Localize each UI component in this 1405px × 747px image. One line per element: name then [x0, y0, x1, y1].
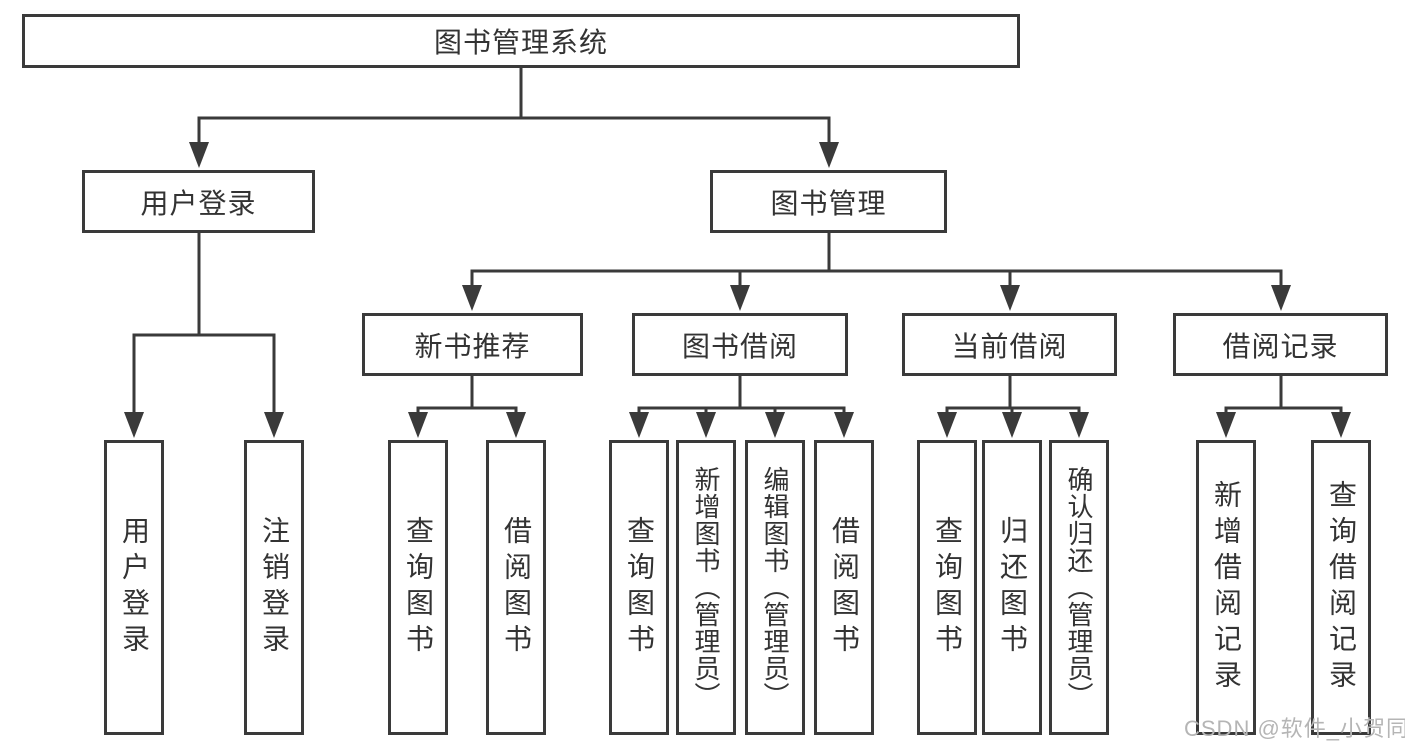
arrowheads [124, 142, 1351, 438]
csdn-watermark: CSDN @软件_小贺同学 [1184, 716, 1405, 741]
leaf-borrow-add-books-admin: 新增图书（管理员） [676, 440, 736, 735]
leaf-user-login: 用户登录 [104, 440, 164, 735]
node-new-book-recommendation: 新书推荐 [362, 313, 583, 376]
node-library-management-system: 图书管理系统 [22, 14, 1020, 68]
node-current-borrowing: 当前借阅 [902, 313, 1117, 376]
leaf-current-query-books: 查询图书 [917, 440, 977, 735]
leaf-records-query-borrow-record: 查询借阅记录 [1311, 440, 1371, 735]
leaf-current-confirm-return-admin: 确认归还（管理员） [1049, 440, 1109, 735]
node-borrowing-records: 借阅记录 [1173, 313, 1388, 376]
leaf-borrow-query-books: 查询图书 [609, 440, 669, 735]
leaf-recommend-query-books: 查询图书 [388, 440, 448, 735]
node-user-login: 用户登录 [82, 170, 315, 233]
node-book-borrowing: 图书借阅 [632, 313, 848, 376]
leaf-borrow-edit-books-admin: 编辑图书（管理员） [745, 440, 805, 735]
node-book-management: 图书管理 [710, 170, 947, 233]
leaf-current-return-books: 归还图书 [982, 440, 1042, 735]
leaf-recommend-borrow-books: 借阅图书 [486, 440, 546, 735]
leaf-records-add-borrow-record: 新增借阅记录 [1196, 440, 1256, 735]
leaf-borrow-borrow-books: 借阅图书 [814, 440, 874, 735]
leaf-logout: 注销登录 [244, 440, 304, 735]
